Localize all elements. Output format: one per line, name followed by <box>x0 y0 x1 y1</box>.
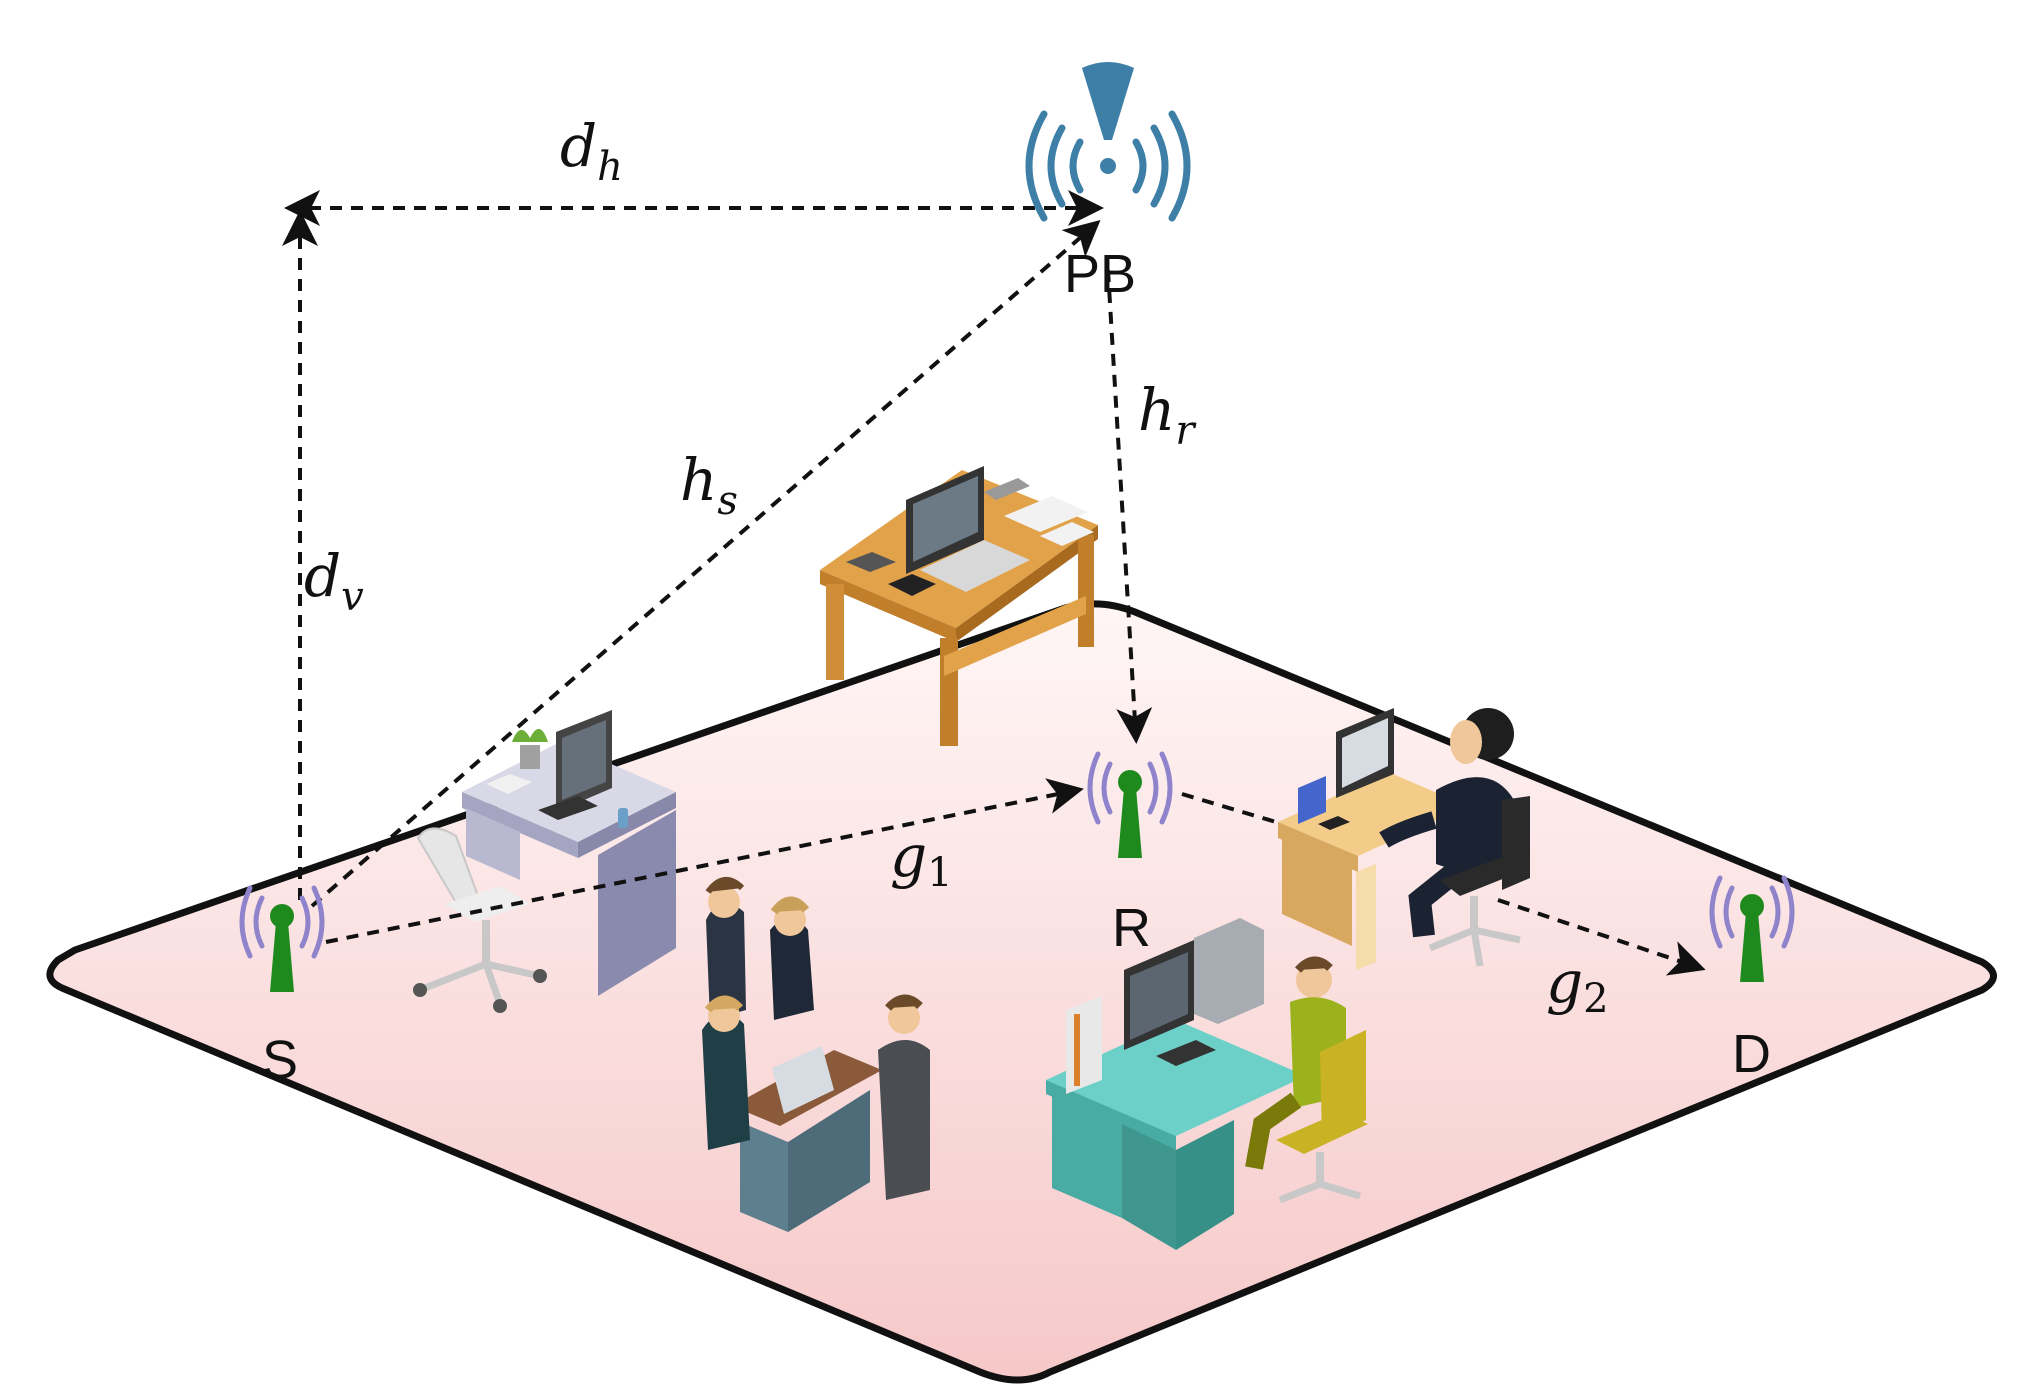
office-desk-with-computer-icon <box>462 710 676 996</box>
worker-at-computer-icon <box>1278 708 1530 970</box>
g-2-arrow <box>1497 898 1706 976</box>
relay-node: R <box>1087 751 1173 958</box>
g-2-label: g2 <box>1546 948 1609 1022</box>
antenna-icon <box>1709 875 1795 982</box>
links <box>282 190 1706 976</box>
power-beacon-node: PB <box>1025 62 1191 304</box>
worker-at-teal-desk-icon <box>1046 918 1368 1250</box>
d-h-label: dh <box>560 112 623 190</box>
team-meeting-icon <box>702 877 930 1232</box>
source-node: S <box>239 885 325 1090</box>
g-1-label: g1 <box>890 822 953 896</box>
relay-label: R <box>1112 898 1151 958</box>
office-chair-icon <box>413 827 547 1013</box>
source-label: S <box>262 1030 298 1090</box>
antenna-icon <box>239 885 325 992</box>
destination-label: D <box>1732 1024 1771 1084</box>
h-r-label: hr <box>1138 376 1197 454</box>
power-beacon-label: PB <box>1064 244 1136 304</box>
office-floor <box>46 600 1997 1384</box>
d-v-label: dv <box>304 542 364 620</box>
wifi-beacon-icon <box>1025 62 1191 222</box>
h-s-arrow <box>310 220 1101 908</box>
antenna-icon <box>1087 751 1173 858</box>
g-1-arrow <box>325 778 1084 944</box>
relay-to-desk-link <box>1181 792 1277 824</box>
destination-node: D <box>1709 875 1795 1084</box>
office-desk-with-laptop-icon <box>820 466 1098 746</box>
h-r-arrow <box>1106 269 1153 744</box>
h-s-label: hs <box>680 446 738 524</box>
